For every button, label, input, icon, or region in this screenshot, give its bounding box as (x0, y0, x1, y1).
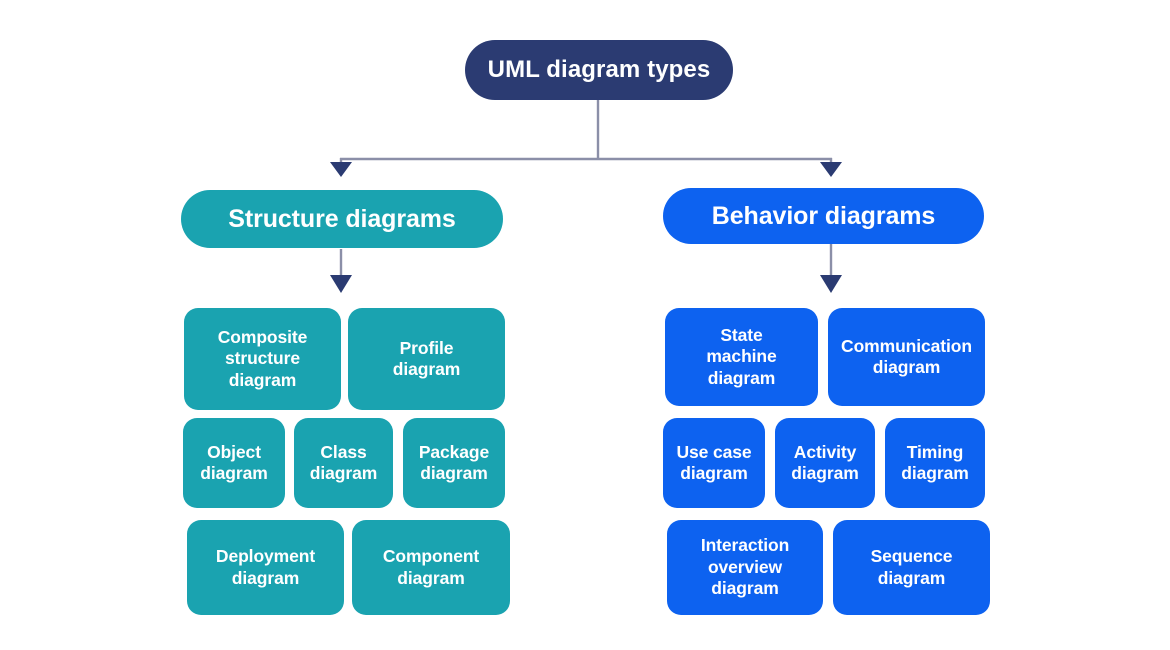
node-label: Timing diagram (901, 441, 969, 483)
node-leaf-use-case-diagram[interactable]: Use case diagram (663, 418, 765, 508)
node-leaf-sequence-diagram[interactable]: Sequence diagram (833, 520, 990, 615)
node-branch-behavior-diagrams[interactable]: Behavior diagrams (663, 188, 984, 244)
node-leaf-component-diagram[interactable]: Component diagram (352, 520, 510, 615)
arrowhead-behavior-leaves (820, 275, 842, 293)
arrowhead-structure-leaves (330, 275, 352, 293)
node-label: State machine diagram (706, 324, 777, 388)
node-label: Use case diagram (676, 441, 752, 483)
node-leaf-object-diagram[interactable]: Object diagram (183, 418, 285, 508)
node-leaf-deployment-diagram[interactable]: Deployment diagram (187, 520, 344, 615)
node-label: Component diagram (382, 546, 480, 588)
node-label: Interaction overview diagram (700, 535, 790, 599)
node-leaf-composite-structure-diagram[interactable]: Composite structure diagram (184, 308, 341, 410)
node-label: UML diagram types (487, 56, 711, 84)
arrowhead-structure-branch (330, 162, 352, 177)
node-leaf-profile-diagram[interactable]: Profile diagram (348, 308, 505, 410)
node-label: Class diagram (309, 441, 378, 483)
node-label: Behavior diagrams (711, 201, 936, 230)
node-label: Activity diagram (791, 441, 859, 483)
node-label: Sequence diagram (870, 546, 953, 588)
node-branch-structure-diagrams[interactable]: Structure diagrams (181, 190, 503, 248)
node-label: Profile diagram (392, 337, 461, 379)
node-leaf-timing-diagram[interactable]: Timing diagram (885, 418, 985, 508)
node-root-uml-diagram-types[interactable]: UML diagram types (465, 40, 733, 100)
node-label: Composite structure diagram (217, 326, 308, 390)
node-leaf-interaction-overview-diagram[interactable]: Interaction overview diagram (667, 520, 823, 615)
node-label: Package diagram (418, 441, 490, 483)
node-leaf-state-machine-diagram[interactable]: State machine diagram (665, 308, 818, 406)
node-leaf-communication-diagram[interactable]: Communication diagram (828, 308, 985, 406)
node-leaf-activity-diagram[interactable]: Activity diagram (775, 418, 875, 508)
node-label: Structure diagrams (228, 204, 456, 233)
node-leaf-class-diagram[interactable]: Class diagram (294, 418, 393, 508)
arrowhead-behavior-branch (820, 162, 842, 177)
node-label: Deployment diagram (215, 546, 316, 588)
node-label: Communication diagram (841, 335, 972, 377)
node-label: Object diagram (200, 441, 268, 483)
node-leaf-package-diagram[interactable]: Package diagram (403, 418, 505, 508)
